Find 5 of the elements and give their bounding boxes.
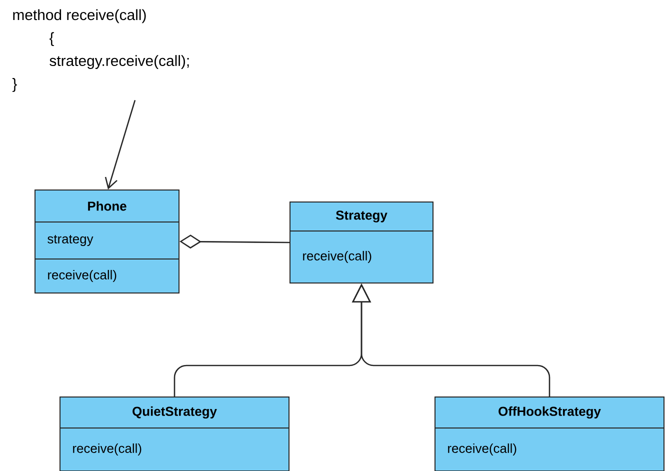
code-note: method receive(call) { strategy.receive(call); } (12, 9, 189, 92)
class-box: OffHookStrategy receive(call) (434, 396, 664, 471)
class-box: Strategy receive(call) (290, 202, 434, 284)
class-box: Phone strategy receive(call) (34, 190, 180, 294)
class-box: QuietStrategy receive(call) (60, 396, 290, 471)
